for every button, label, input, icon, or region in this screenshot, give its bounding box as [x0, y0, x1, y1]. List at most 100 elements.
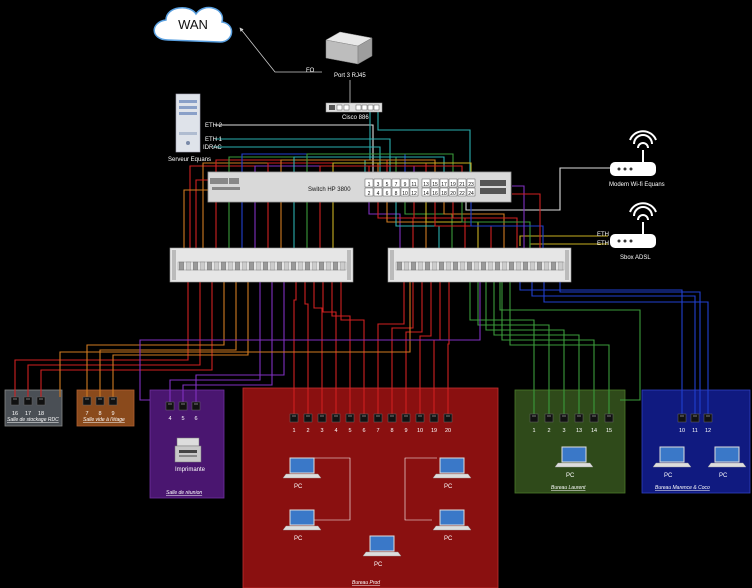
room-port-prod [317, 413, 327, 423]
room-port-prod [359, 413, 369, 423]
room-port-notch [39, 398, 43, 400]
patch-port [459, 261, 466, 271]
switch-port-label: 3 [377, 182, 380, 188]
pc-label: PC [444, 536, 453, 542]
cable [405, 282, 423, 414]
switch-port-14 [421, 187, 431, 197]
cable [519, 282, 683, 414]
room-port-label: 6 [194, 416, 197, 422]
room-port-prod [331, 413, 341, 423]
cable [27, 282, 201, 397]
cable [195, 179, 208, 248]
pc-label: PC [444, 484, 453, 490]
room-port-label: 17 [25, 411, 31, 417]
room-port-notch [362, 415, 366, 417]
room-port-notch [693, 415, 697, 417]
patch-panel-right [387, 247, 572, 283]
room-port-notch [348, 415, 352, 417]
switch-port-label: 16 [432, 191, 438, 197]
room-port-label: 16 [12, 411, 18, 417]
patch-port [501, 261, 508, 271]
room-port-notch [446, 415, 450, 417]
room-port-label: 5 [181, 416, 184, 422]
switch-label: Switch HP 3800 [308, 187, 351, 193]
cable [112, 282, 249, 397]
cable [340, 282, 365, 414]
room-port-reunion [191, 401, 201, 411]
room-port-label: 18 [38, 411, 44, 417]
room-port-notch [376, 415, 380, 417]
switch-port-label: 19 [450, 182, 456, 188]
cisco-label: Cisco 886 [342, 115, 369, 121]
patch-port [536, 261, 543, 271]
cable [313, 282, 323, 414]
room-port-notch [194, 403, 198, 405]
switch-port-label: 20 [450, 191, 456, 197]
laptop-icon: PC [362, 535, 402, 568]
patch-port [529, 261, 536, 271]
room-reunion-label: Salle de réunion [166, 490, 202, 496]
room-vide-label: Salle vide à l'étage [83, 417, 125, 423]
switch-port-label: 21 [459, 182, 465, 188]
cable [322, 282, 337, 414]
room-port-label: 3 [562, 428, 565, 434]
patch-port [339, 261, 346, 271]
sbox-label: Sbox ADSL [620, 255, 651, 261]
patch-port [220, 261, 227, 271]
room-port-vide [108, 396, 118, 406]
cable [99, 282, 237, 397]
room-port-laurent [559, 413, 569, 423]
wan-label: WAN [178, 17, 208, 32]
switch-port-22 [457, 187, 467, 197]
cable-layer [14, 112, 709, 414]
cable-eth1 [215, 138, 391, 178]
room-port-notch [98, 398, 102, 400]
room-marence-box [641, 389, 751, 494]
room-port-notch [680, 415, 684, 417]
patch-port [206, 261, 213, 271]
cable [419, 282, 432, 414]
room-port-label: 15 [606, 428, 612, 434]
room-port-label: 7 [85, 411, 88, 417]
room-port-notch [577, 415, 581, 417]
patch-port [276, 261, 283, 271]
patch-port [494, 261, 501, 271]
cable [447, 282, 450, 414]
switch-port-label: 2 [368, 191, 371, 197]
cable [228, 156, 397, 248]
patch-panel-left [169, 247, 354, 283]
server-port-eth2: ETH 2 [205, 123, 223, 129]
laptop-icon: PC [282, 509, 322, 542]
switch-port-13 [421, 178, 431, 188]
pc-label: PC [294, 536, 303, 542]
pc-label: PC [294, 484, 303, 490]
room-port-prod [401, 413, 411, 423]
patch-port [283, 261, 290, 271]
room-port-label: 11 [692, 428, 698, 434]
cable [501, 282, 595, 414]
room-port-notch [592, 415, 596, 417]
cable [404, 200, 453, 248]
room-port-vide [82, 396, 92, 406]
modem-wifi-label: Modem Wi-fi Equans [609, 182, 665, 188]
switch-port-label: 13 [423, 182, 429, 188]
cable [183, 189, 208, 248]
room-port-prod [303, 413, 313, 423]
patch-port [445, 261, 452, 271]
cable [304, 282, 309, 414]
cable [543, 282, 709, 414]
room-port-marence [703, 413, 713, 423]
patch-port [508, 261, 515, 271]
laptop-icon: PC [432, 457, 472, 490]
patch-port [557, 261, 564, 271]
patch-port [297, 261, 304, 271]
room-port-notch [26, 398, 30, 400]
switch-port-19 [448, 178, 458, 188]
patch-port [192, 261, 199, 271]
fo-label: FO [306, 68, 315, 74]
switch-port-label: 14 [423, 191, 429, 197]
switch-port-label: 1 [368, 182, 371, 188]
patch-port [234, 261, 241, 271]
room-port-stockage [36, 396, 46, 406]
